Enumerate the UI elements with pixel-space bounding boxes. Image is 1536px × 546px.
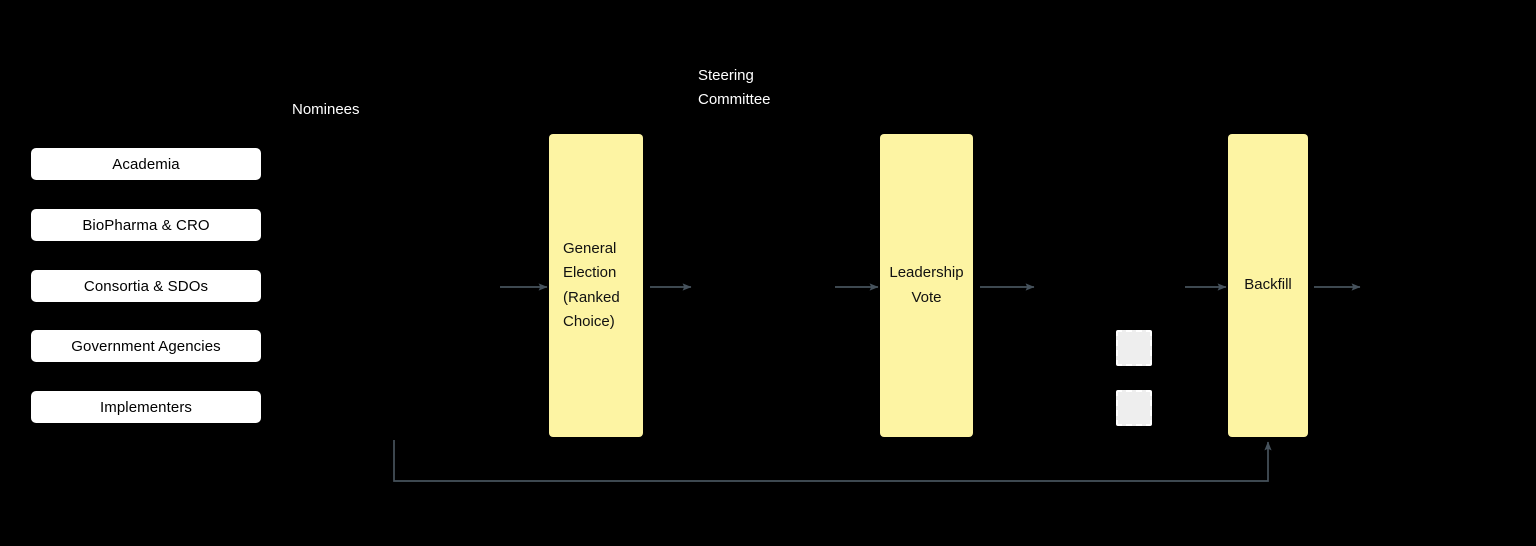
nominee-box-biopharma-cro[interactable]: BioPharma & CRO [31,209,261,241]
stage-box-general-election[interactable]: General Election (Ranked Choice) [549,134,643,437]
nominee-label: BioPharma & CRO [82,216,210,234]
nominee-box-academia[interactable]: Academia [31,148,261,180]
nominee-box-implementers[interactable]: Implementers [31,391,261,423]
nominee-label: Implementers [99,398,193,416]
stage-label: Backfill [1244,276,1292,294]
nominee-label: Government Agencies [71,337,221,355]
nominee-label: Academia [112,155,180,173]
feedback-loop-arrow [393,440,1272,482]
stage-box-leadership-vote[interactable]: Leadership Vote [880,134,973,437]
placeholder-square-1[interactable] [1116,330,1152,366]
caption-nominees: Nominees [292,101,360,118]
stage-label: Leadership Vote [889,264,964,306]
stage-box-backfill[interactable]: Backfill [1228,134,1308,437]
nominee-box-consortia-sdos[interactable]: Consortia & SDOs [31,270,261,302]
stage-label: General Election (Ranked Choice) [563,239,620,331]
placeholder-square-2[interactable] [1116,390,1152,426]
caption-steering-committee: Steering Committee [698,67,771,108]
nominee-box-government-agencies[interactable]: Government Agencies [31,330,261,362]
nominee-label: Consortia & SDOs [83,277,209,295]
